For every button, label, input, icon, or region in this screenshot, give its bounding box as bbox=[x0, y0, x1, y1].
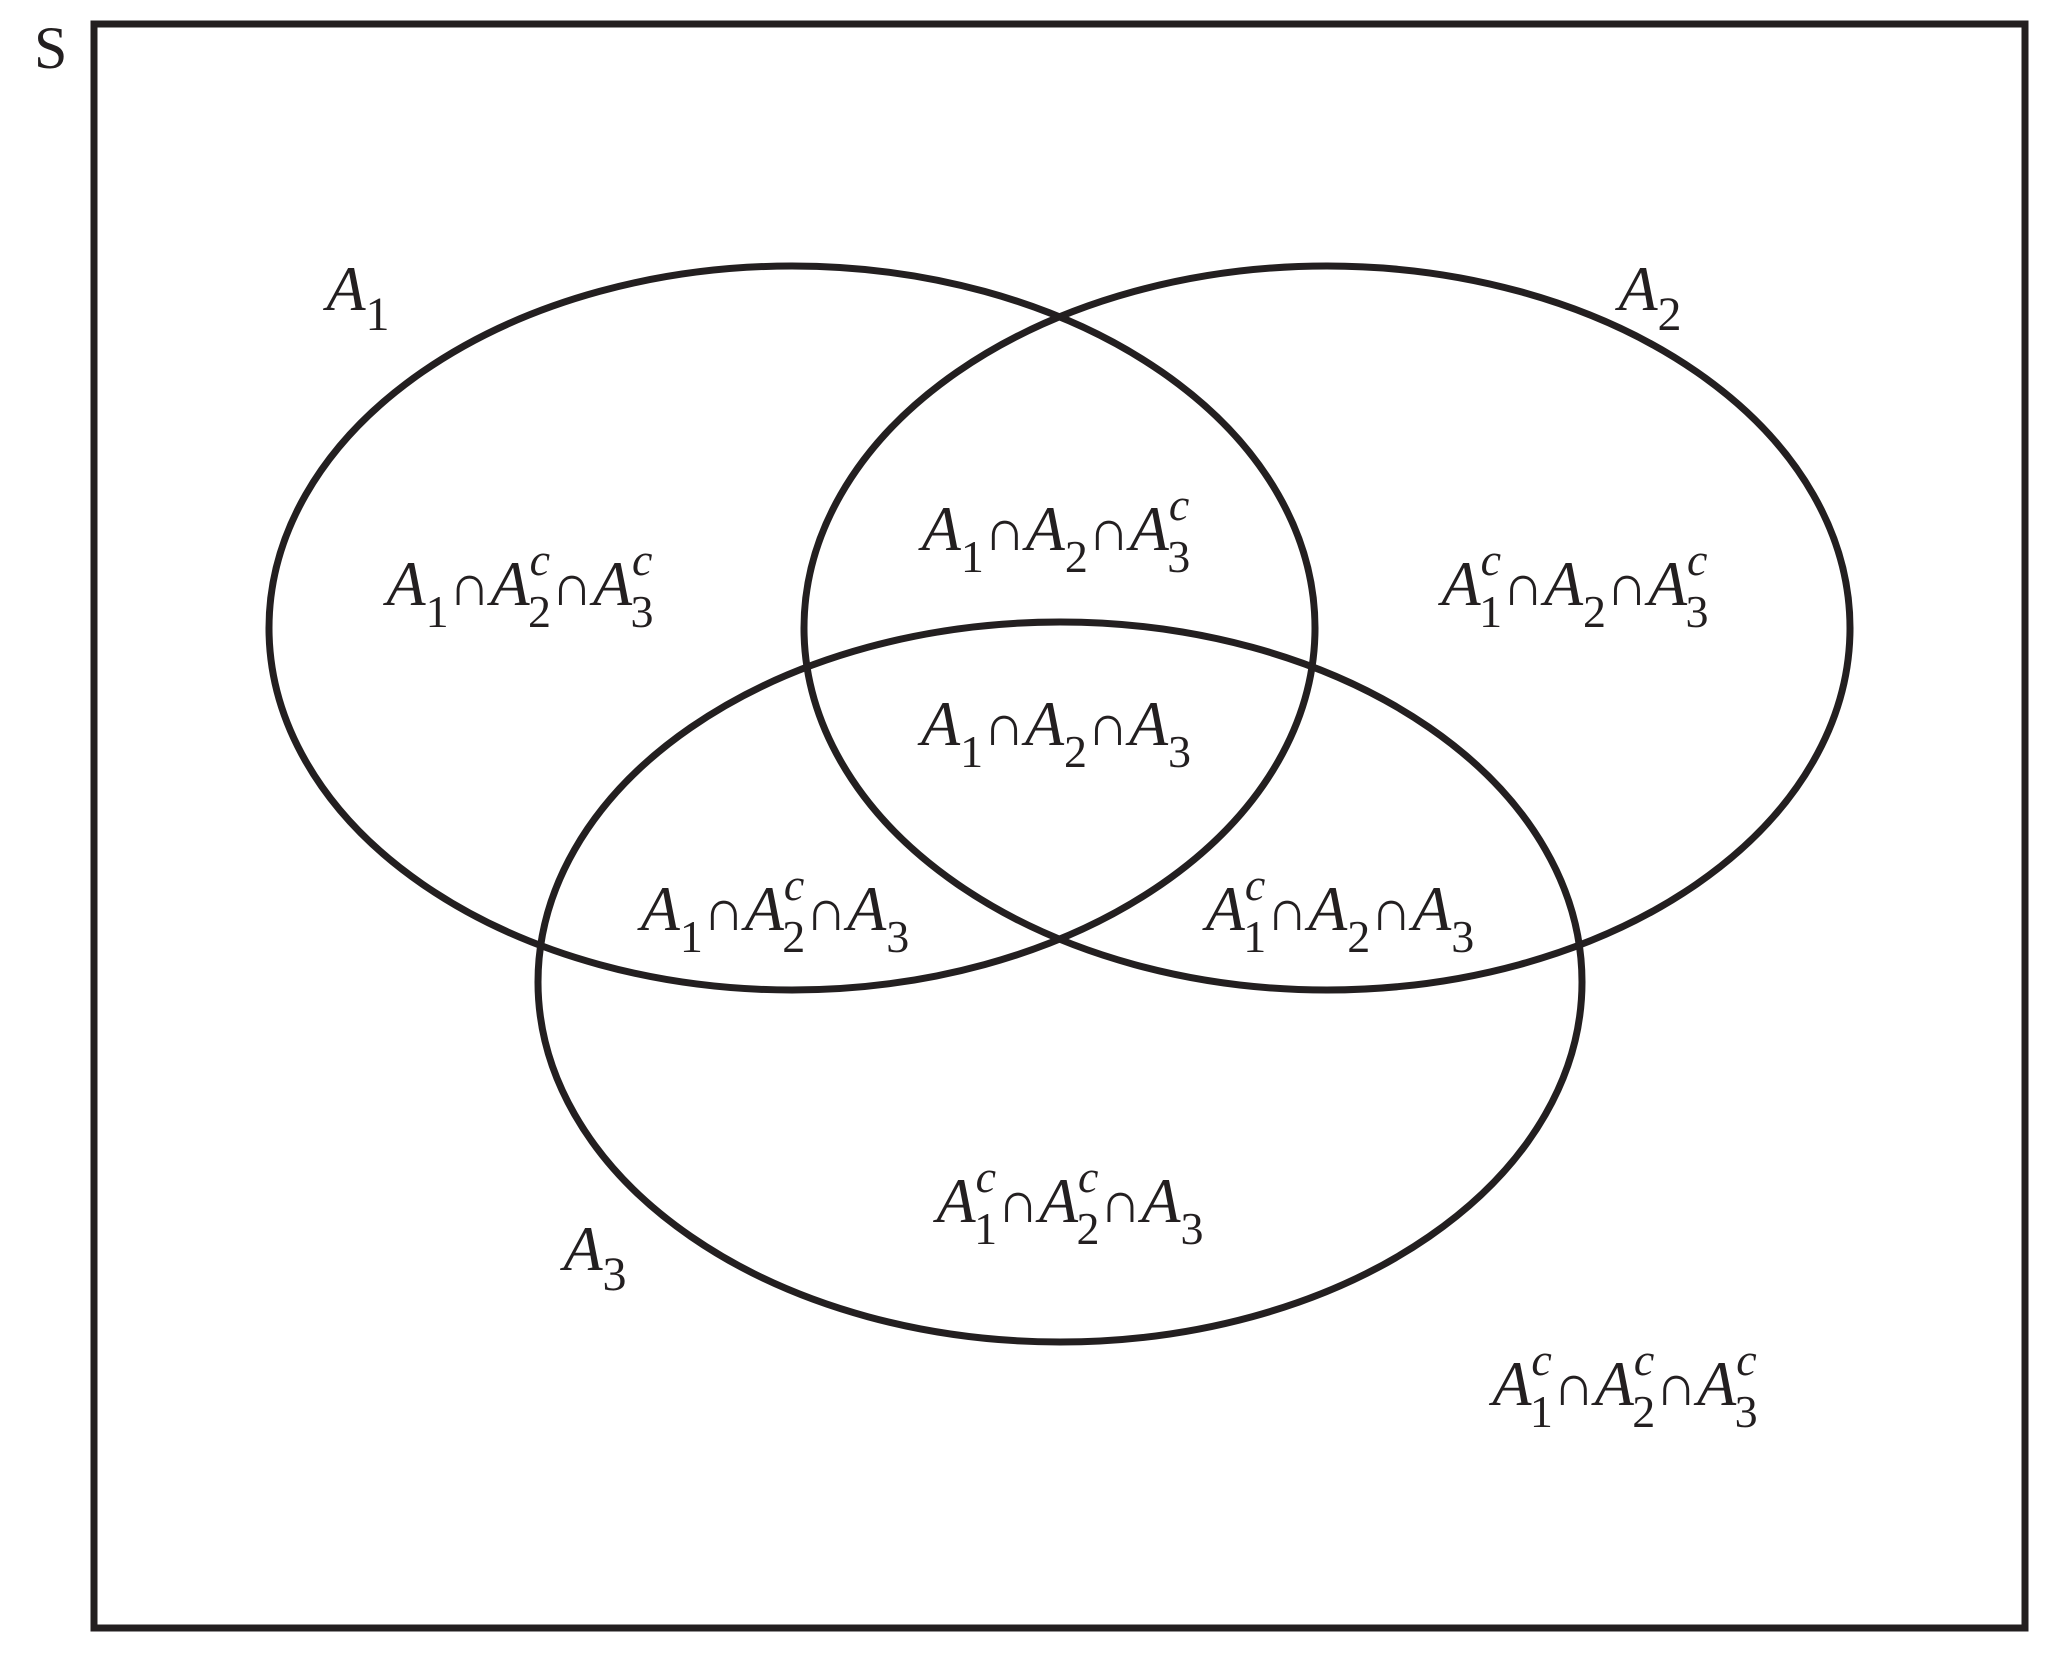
region-label-a1-only: A1​∩Ac2​∩Ac3​ bbox=[383, 534, 654, 637]
set-a3-ellipse bbox=[534, 618, 1586, 1346]
set-label-a2: A2 bbox=[1614, 253, 1681, 341]
region-label-a3-only: Ac1​∩Ac2​∩A3​ bbox=[933, 1151, 1204, 1254]
set-a1-ellipse bbox=[265, 262, 1319, 994]
region-label-a1-a2-not-a3: A1​∩A2​∩Ac3​ bbox=[918, 479, 1190, 582]
region-label-a1-a3-not-a2: A1​∩Ac2​∩A3​ bbox=[637, 859, 909, 962]
region-labels: A1​∩Ac2​∩Ac3​ A1​∩A2​∩Ac3​ Ac1​∩A2​∩Ac3​ A1… bbox=[383, 479, 1758, 1437]
universe-label: S bbox=[34, 15, 67, 81]
set-a2-ellipse bbox=[800, 262, 1854, 994]
set-label-a1: A1 bbox=[322, 253, 389, 341]
region-label-a2-a3-not-a1: Ac1​∩A2​∩A3​ bbox=[1202, 859, 1474, 962]
region-label-a2-only: Ac1​∩A2​∩Ac3​ bbox=[1438, 534, 1709, 637]
set-label-a3: A3 bbox=[559, 1213, 626, 1301]
sample-space-box bbox=[90, 20, 2029, 1632]
region-label-all-three: A1​∩A2​∩A3​ bbox=[917, 688, 1191, 777]
region-label-none: Ac1​∩Ac2​∩Ac3​ bbox=[1488, 1334, 1757, 1437]
